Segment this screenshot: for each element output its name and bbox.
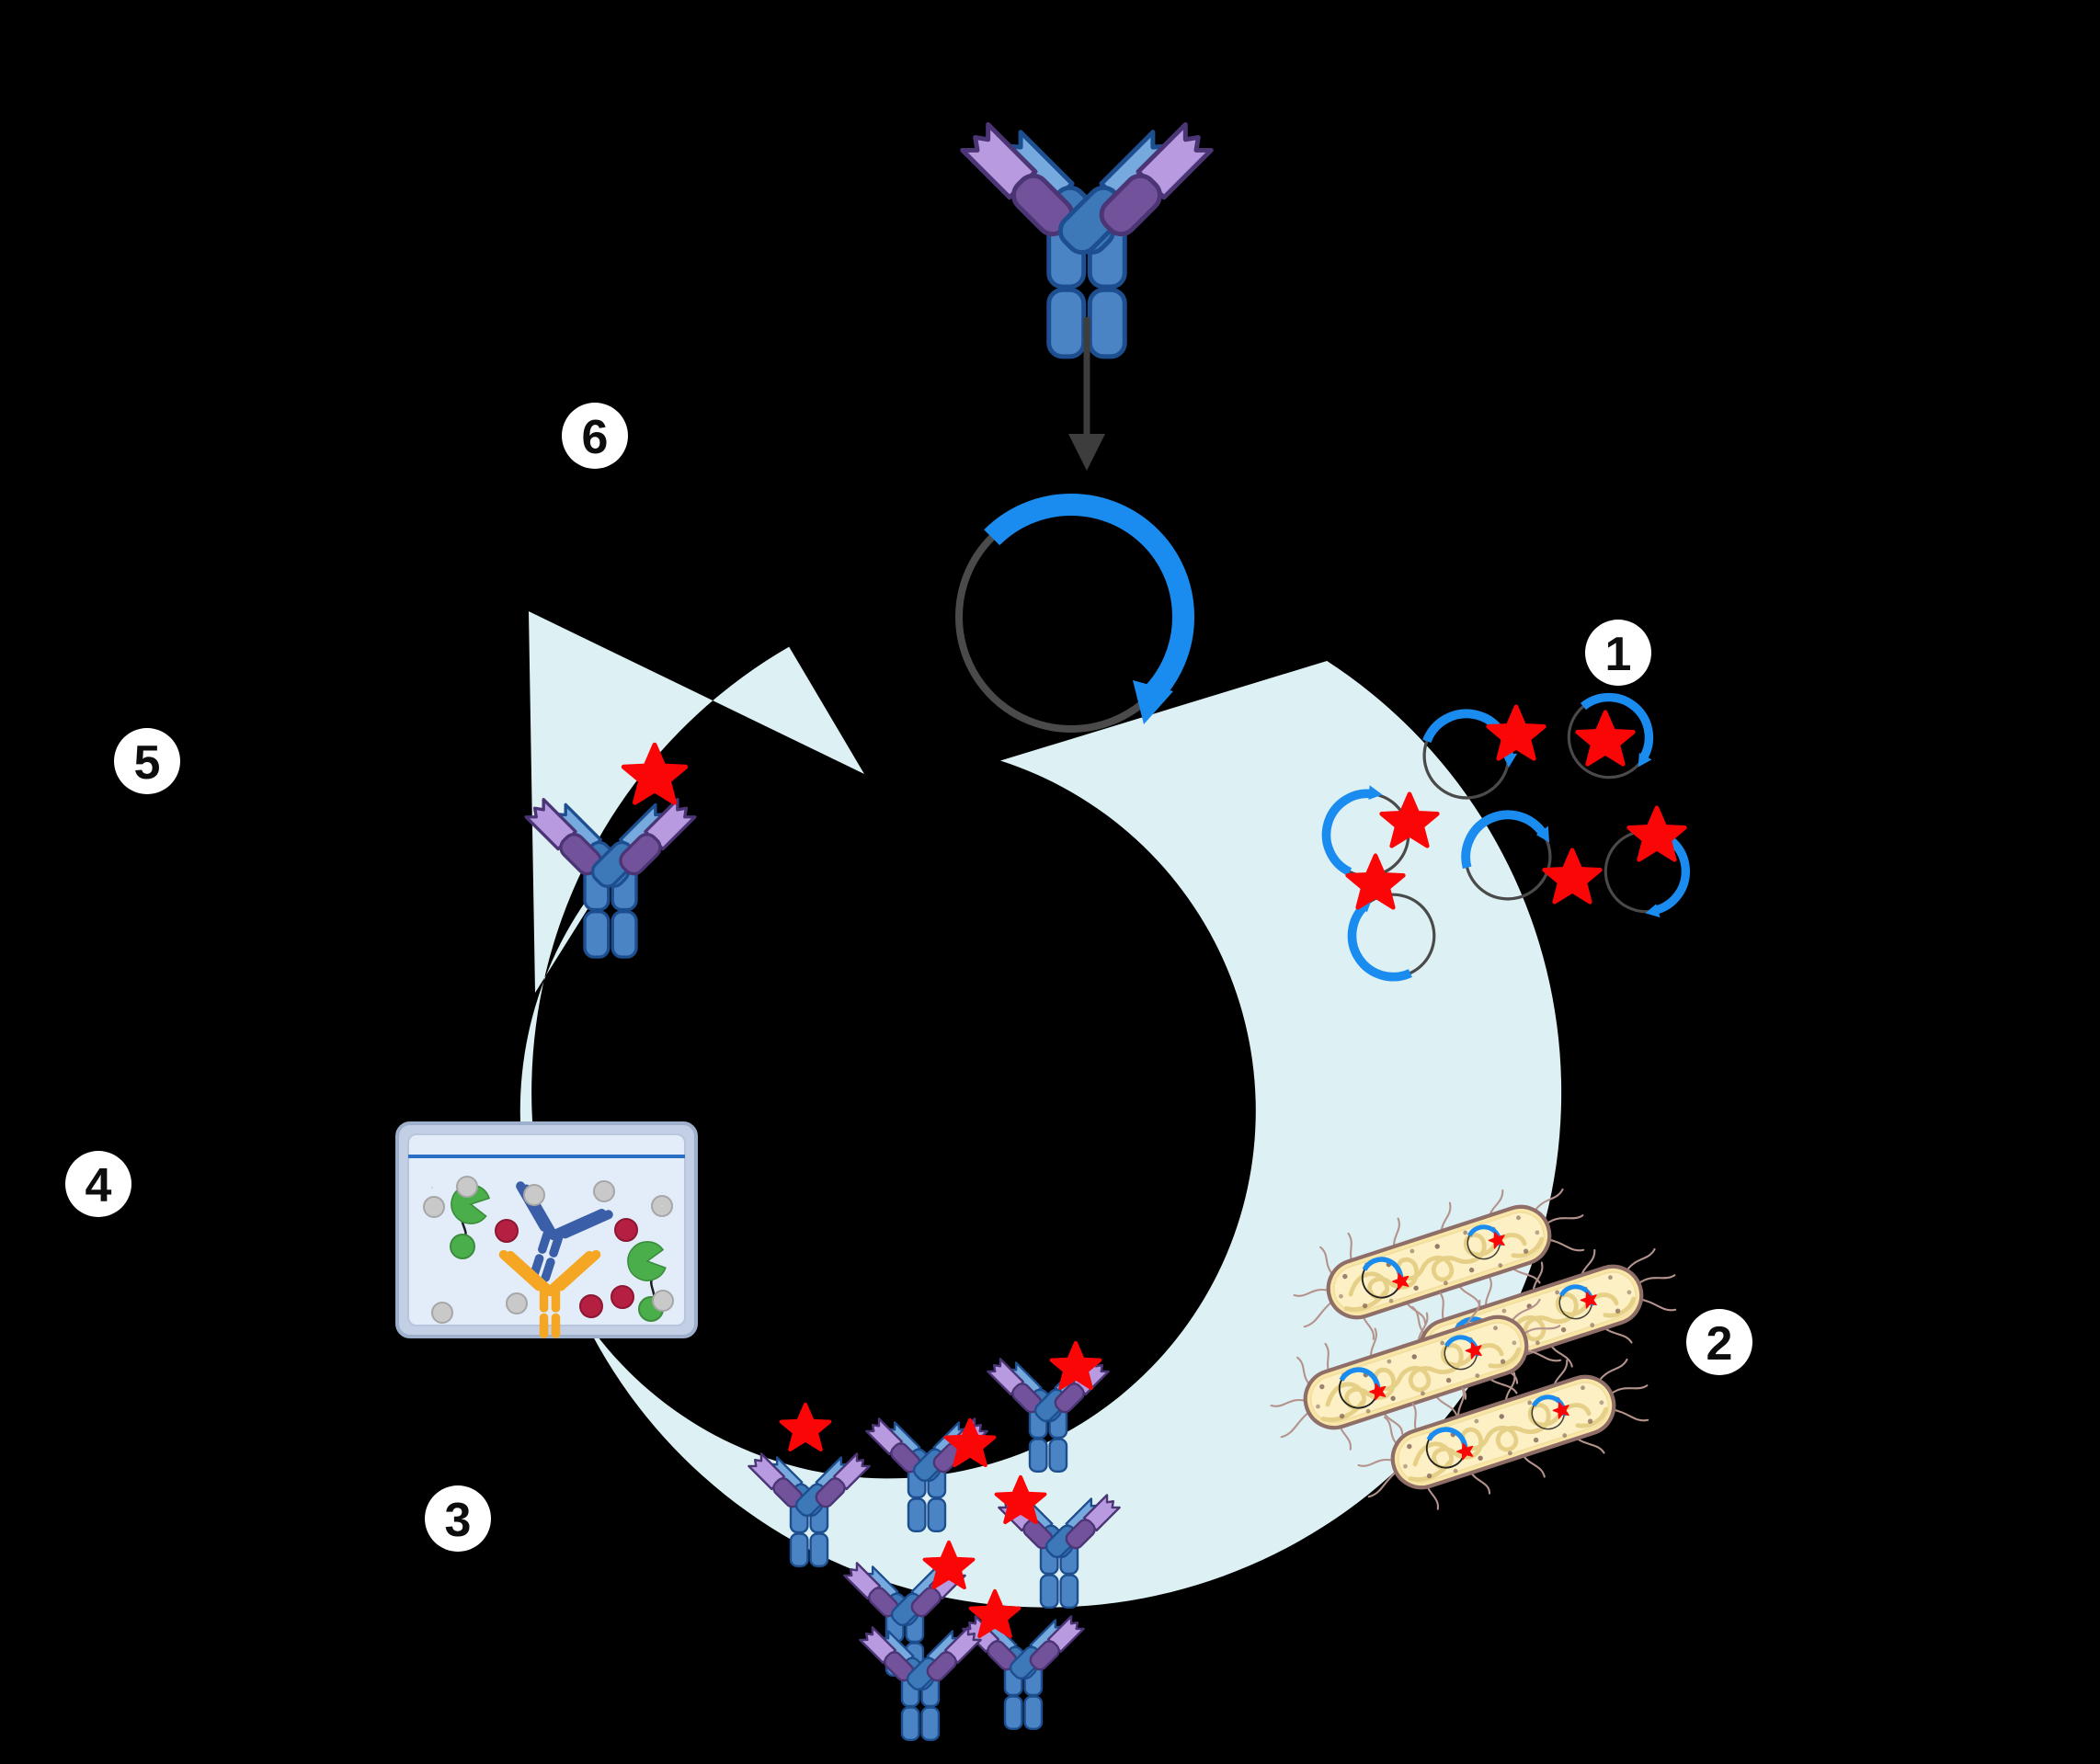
vessel-bead-gray xyxy=(423,1176,674,1324)
step6-group xyxy=(955,124,1211,733)
vessel-bead-red xyxy=(495,1218,638,1318)
step-badge-1-label: 1 xyxy=(1605,628,1632,681)
cycle-arrow-band xyxy=(519,611,1562,1608)
engineered-plasmid xyxy=(955,494,1194,733)
step-badge-4[interactable]: 4 xyxy=(65,1151,131,1217)
tag-star xyxy=(1545,850,1601,903)
cycle-band-path xyxy=(519,611,1562,1608)
step-badge-6-label: 6 xyxy=(582,411,609,464)
tag-star xyxy=(1578,712,1634,765)
step-badge-3[interactable]: 3 xyxy=(425,1485,491,1552)
purification-vessel xyxy=(395,1121,698,1338)
clone-insertion-arrow xyxy=(1068,317,1105,471)
vessel-antibody-orange xyxy=(498,1249,601,1338)
step-badge-5[interactable]: 5 xyxy=(114,728,180,794)
step-badge-2-label: 2 xyxy=(1706,1317,1733,1371)
step-badge-2[interactable]: 2 xyxy=(1686,1309,1752,1375)
tag-star xyxy=(782,1405,830,1450)
step-badge-4-label: 4 xyxy=(86,1159,112,1212)
step-badges: 1 2 3 4 5 6 xyxy=(65,403,1752,1552)
vessel-protein-green xyxy=(447,1180,492,1259)
step-badge-5-label: 5 xyxy=(134,736,161,790)
tag-star xyxy=(1489,707,1545,759)
step-badge-1[interactable]: 1 xyxy=(1585,620,1651,686)
step-badge-3-label: 3 xyxy=(445,1494,472,1547)
step-badge-6[interactable]: 6 xyxy=(562,403,628,469)
